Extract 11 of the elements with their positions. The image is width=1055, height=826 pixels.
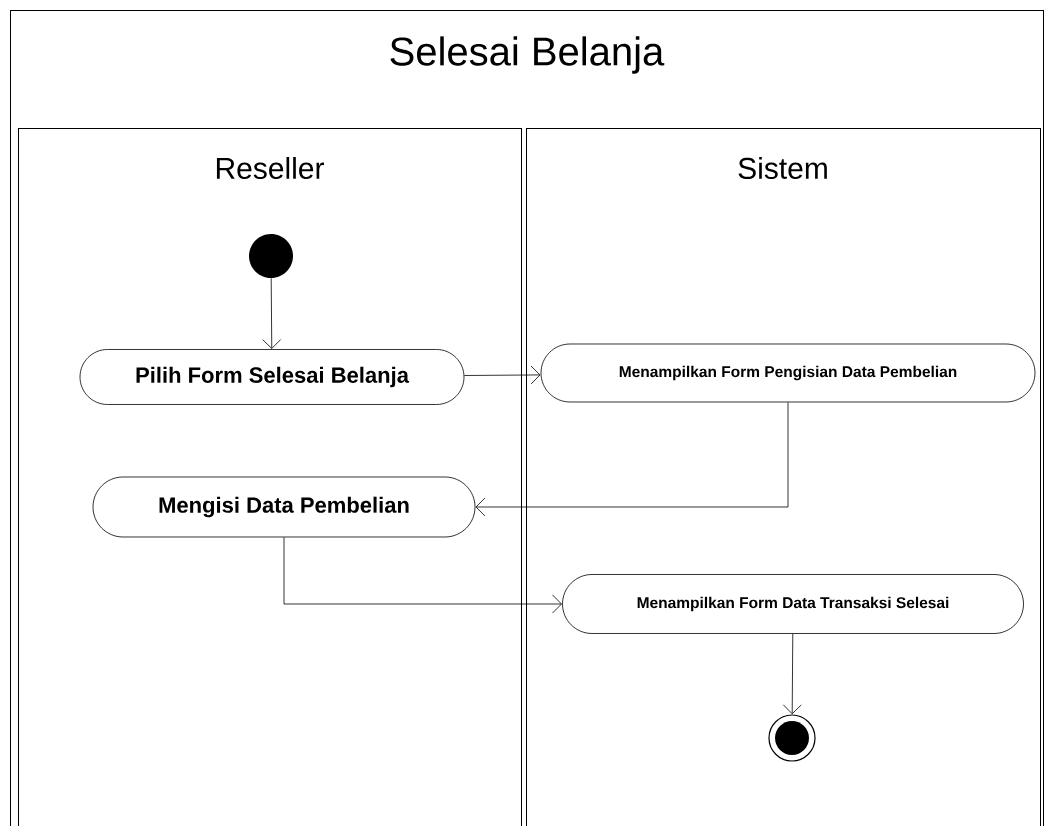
activity-box: Pilih Form Selesai Belanja <box>79 349 465 405</box>
arrow <box>782 633 802 715</box>
start-node <box>249 234 293 278</box>
arrow <box>262 277 282 349</box>
activity-box: Mengisi Data Pembelian <box>92 476 476 538</box>
activity-box: Menampilkan Form Data Transaksi Selesai <box>562 574 1024 634</box>
arrow <box>464 365 541 385</box>
arrow <box>283 537 562 614</box>
activity-box: Menampilkan Form Pengisian Data Pembelian <box>540 343 1036 403</box>
arrow <box>475 402 789 517</box>
end-node <box>768 714 816 762</box>
